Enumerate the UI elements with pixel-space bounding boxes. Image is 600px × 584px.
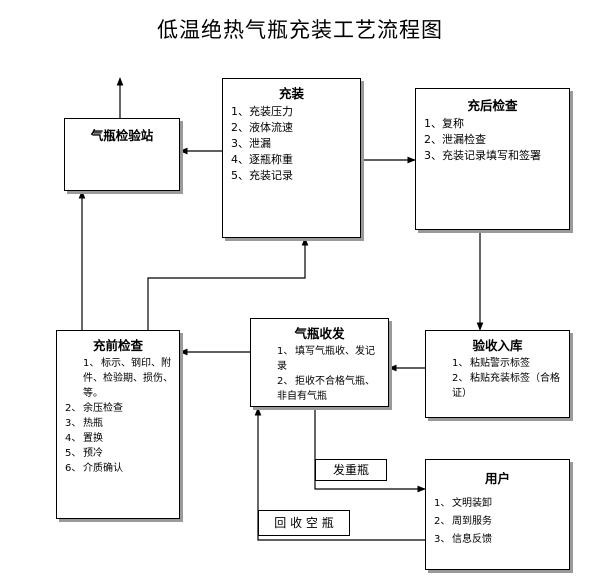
list-item: 2、液体流速	[231, 121, 293, 134]
acceptance-storage-box: 验收入库 1、粘贴警示标签 2、粘贴充装标签（合格证）	[425, 330, 570, 418]
list-item: 2、周到服务	[434, 516, 492, 527]
list-item: 3、泄漏	[231, 137, 271, 150]
list-item: 1、标示、钢印、附件、检验期、损伤、等。	[83, 358, 173, 399]
arrow-precheck-to-filling	[147, 237, 309, 330]
filling-box: 充装 1、充装压力 2、液体流速 3、泄漏 4、逐瓶称重 5、充装记录	[222, 78, 361, 238]
cylinder-receive-dispatch-title: 气瓶收发	[294, 326, 345, 341]
list-item: 5、预冷	[65, 448, 103, 459]
list-item: 1、粘贴警示标签	[452, 358, 530, 369]
inspection-station-title: 气瓶检验站	[90, 128, 154, 143]
list-item: 2、粘贴充装标签（合格证）	[452, 373, 560, 399]
list-item: 1、文明装卸	[434, 498, 492, 509]
acceptance-storage-steps: 1、粘贴警示标签 2、粘贴充装标签（合格证）	[426, 356, 569, 401]
acceptance-storage-title: 验收入库	[472, 338, 523, 353]
list-item: 2、余压检查	[65, 403, 123, 414]
arrow-user-to-receive	[254, 407, 425, 541]
user-box: 用户 1、文明装卸 2、周到服务 3、信息反馈	[425, 459, 570, 570]
list-item: 1、复称	[424, 117, 464, 130]
inspection-station-box: 气瓶检验站	[64, 118, 180, 191]
post-fill-check-box: 充后检查 1、复称 2、泄漏检查 3、充装记录填写和签署	[415, 88, 570, 230]
post-fill-check-steps: 1、复称 2、泄漏检查 3、充装记录填写和签署	[416, 116, 569, 164]
user-steps: 1、文明装卸 2、周到服务 3、信息反馈	[426, 495, 569, 549]
diagram-title: 低温绝热气瓶充装工艺流程图	[157, 18, 443, 42]
list-item: 4、置换	[65, 433, 103, 444]
post-fill-check-title: 充后检查	[467, 98, 518, 113]
list-item: 5、充装记录	[231, 169, 293, 182]
list-item: 1、充装压力	[231, 105, 293, 118]
list-item: 3、充装记录填写和签署	[424, 149, 541, 162]
dispatch-full-cylinder-label: 发重瓶	[315, 459, 387, 481]
list-item: 1、填写气瓶收、发记录	[277, 346, 375, 372]
filling-title: 充装	[278, 86, 304, 101]
pre-fill-check-steps: 1、标示、钢印、附件、检验期、损伤、等。 2、余压检查 3、热瓶 4、置换 5、…	[57, 356, 179, 476]
list-item: 3、热瓶	[65, 418, 103, 429]
arrow-receive-to-user	[314, 407, 426, 493]
list-item: 2、拒收不合格气瓶、非自有气瓶	[277, 376, 375, 402]
filling-steps: 1、充装压力 2、液体流速 3、泄漏 4、逐瓶称重 5、充装记录	[223, 104, 360, 184]
pre-fill-check-title: 充前检查	[92, 338, 143, 353]
return-empty-cylinder-label: 回 收 空 瓶	[258, 510, 350, 536]
list-item: 2、泄漏检查	[424, 133, 486, 146]
cylinder-receive-dispatch-steps: 1、填写气瓶收、发记录 2、拒收不合格气瓶、非自有气瓶	[251, 344, 388, 404]
pre-fill-check-box: 充前检查 1、标示、钢印、附件、检验期、损伤、等。 2、余压检查 3、热瓶 4、…	[56, 330, 180, 519]
list-item: 3、信息反馈	[434, 534, 492, 545]
cylinder-receive-dispatch-box: 气瓶收发 1、填写气瓶收、发记录 2、拒收不合格气瓶、非自有气瓶	[250, 318, 389, 407]
list-item: 4、逐瓶称重	[231, 153, 293, 166]
user-title: 用户	[484, 471, 510, 486]
list-item: 6、介质确认	[65, 463, 123, 474]
